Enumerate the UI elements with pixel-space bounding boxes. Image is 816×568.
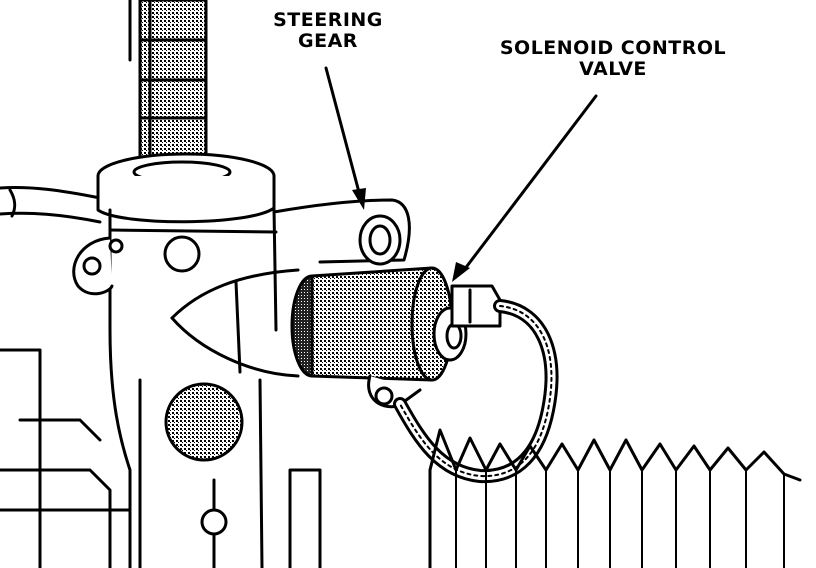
steering-gear-label-line-2: GEAR <box>298 30 358 52</box>
steering-gear-label-line-1: STEERING <box>273 9 383 31</box>
steering-shaft <box>128 0 208 180</box>
solenoid-connector <box>450 284 502 328</box>
solenoid-arrowhead <box>452 262 470 282</box>
solenoid-label-line-1: SOLENOID CONTROL <box>499 37 727 59</box>
left-hose <box>0 185 102 200</box>
solenoid-leader <box>462 94 598 272</box>
solenoid-label-line-2: VALVE <box>579 58 647 80</box>
steering-gear-label: STEERING GEAR <box>268 10 388 52</box>
rack-boot <box>288 428 802 568</box>
steering-gear-arrowhead <box>352 188 366 210</box>
solenoid-control-valve-label: SOLENOID CONTROL VALVE <box>488 38 738 80</box>
solenoid-valve-body <box>290 266 468 382</box>
gear-housing <box>108 208 132 568</box>
stippled-port <box>164 382 244 462</box>
steering-gear-leader <box>324 66 362 198</box>
